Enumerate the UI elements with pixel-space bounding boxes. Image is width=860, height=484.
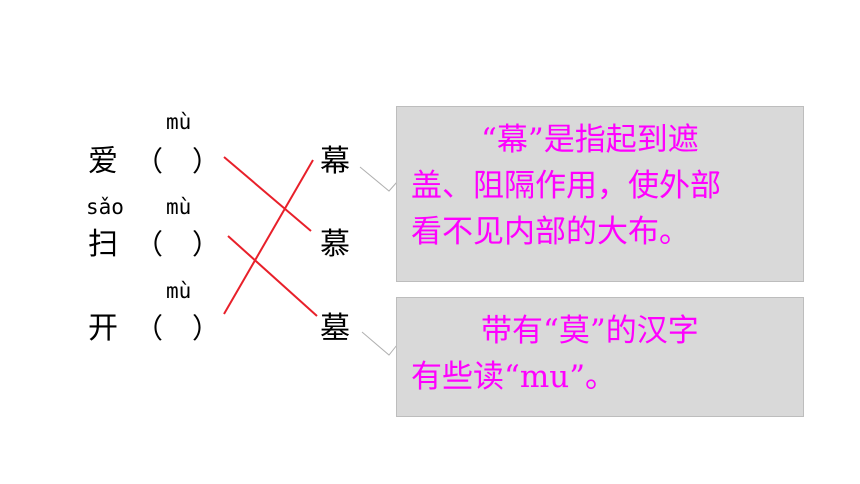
- pinyin-mu-1: mù: [166, 110, 192, 134]
- pinyin-mu-2: mù: [166, 195, 192, 219]
- right-char-3: 墓: [320, 311, 350, 346]
- paren-open-1: （: [135, 145, 164, 178]
- callout-top: “幕”是指起到遮 盖、阻隔作用，使外部 看不见内部的大布。: [396, 106, 804, 282]
- callout-pointer-top: [359, 166, 398, 192]
- pinyin-mu-3: mù: [166, 279, 192, 303]
- paren-close-2: ）: [192, 228, 221, 261]
- callout-pointer-bottom: [361, 331, 398, 356]
- callout-top-line-2: 盖、阻隔作用，使外部: [411, 168, 721, 204]
- callout-bottom-line-1: 带有“莫”的汉字: [481, 313, 699, 349]
- match-line-1: [223, 156, 312, 232]
- left-word-2: 扫: [88, 227, 118, 262]
- match-line-3: [223, 159, 314, 315]
- callout-bottom-line-2: 有些读“mu”。: [411, 359, 617, 395]
- match-line-2: [227, 235, 318, 317]
- paren-open-3: （: [135, 312, 164, 345]
- callout-top-line-1: “幕”是指起到遮: [481, 122, 699, 158]
- callout-top-line-3: 看不见内部的大布。: [411, 214, 690, 250]
- callout-bottom: 带有“莫”的汉字 有些读“mu”。: [396, 297, 804, 417]
- paren-open-2: （: [135, 228, 164, 261]
- right-char-2: 慕: [320, 227, 350, 262]
- paren-close-1: ）: [192, 145, 221, 178]
- left-word-1: 爱: [88, 144, 118, 179]
- pinyin-sao: sǎo: [86, 195, 124, 219]
- paren-close-3: ）: [192, 312, 221, 345]
- right-char-1: 幕: [320, 144, 350, 179]
- left-word-3: 开: [88, 311, 118, 346]
